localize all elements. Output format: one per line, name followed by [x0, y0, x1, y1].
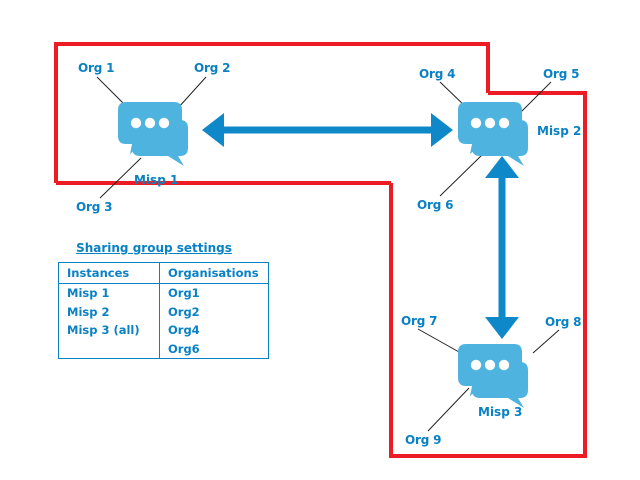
label-org9: Org 9	[405, 433, 442, 447]
table-row: Org6	[58, 339, 269, 359]
cell-instance: Misp 3 (all)	[58, 321, 160, 340]
leader-org2	[177, 76, 207, 109]
table-row: Misp 3 (all) Org4	[58, 321, 269, 340]
label-org5: Org 5	[543, 67, 580, 81]
column-header-organisations: Organisations	[159, 261, 269, 285]
instance-icon-misp3[interactable]	[458, 344, 528, 408]
label-misp1: Misp 1	[134, 173, 179, 187]
cell-organisation: Org6	[159, 339, 269, 359]
label-org8: Org 8	[545, 315, 582, 329]
label-org7: Org 7	[401, 314, 438, 328]
label-org3: Org 3	[76, 200, 113, 214]
leader-org8	[532, 329, 560, 354]
leader-org6	[439, 154, 483, 197]
cell-organisation: Org1	[159, 283, 269, 303]
connector-misp1-misp2	[202, 113, 453, 147]
table-row: Misp 2 Org2	[58, 302, 269, 322]
instance-icon-misp1[interactable]	[118, 102, 188, 166]
boundary-box-1	[54, 42, 490, 185]
cell-instance: Misp 2	[58, 302, 160, 322]
cell-instance-empty	[58, 339, 160, 359]
table-row: Misp 1 Org1	[58, 283, 269, 303]
label-org2: Org 2	[194, 61, 231, 75]
label-misp3: Misp 3	[478, 405, 523, 419]
label-org1: Org 1	[78, 61, 115, 75]
label-org4: Org 4	[419, 67, 456, 81]
cell-organisation: Org2	[159, 302, 269, 322]
label-misp2: Misp 2	[537, 124, 582, 138]
table-title: Sharing group settings	[76, 241, 232, 255]
column-header-instances: Instances	[58, 261, 160, 285]
label-org6: Org 6	[417, 198, 454, 212]
sharing-group-settings: Sharing group settings Instances Organis…	[58, 242, 269, 359]
table-header-row: Instances Organisations	[58, 261, 269, 285]
cell-organisation: Org4	[159, 321, 269, 340]
leader-org5	[517, 81, 552, 116]
instance-icon-misp2[interactable]	[458, 102, 528, 166]
boundary-box-2	[389, 91, 587, 458]
leader-org7	[417, 328, 460, 353]
settings-table: Instances Organisations Misp 1 Org1 Misp…	[58, 261, 269, 359]
cell-instance: Misp 1	[58, 283, 160, 303]
leader-org9	[427, 387, 470, 432]
connector-misp2-misp3	[485, 156, 519, 339]
leader-org3	[99, 157, 142, 199]
